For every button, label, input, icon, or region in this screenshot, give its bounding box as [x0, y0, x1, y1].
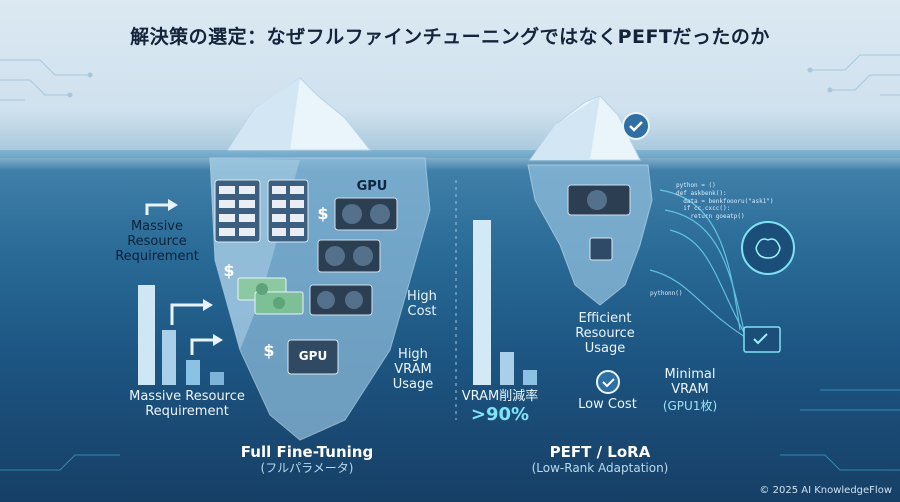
peft-subheading: (Low-Rank Adaptation)	[531, 461, 669, 475]
cash-icon	[237, 277, 304, 315]
gpu-card-small-icon	[567, 184, 631, 216]
code-snippet: python = () def askbenk(): data = benkfo…	[676, 182, 774, 221]
code-snippet-small: pythonn()	[650, 290, 683, 297]
massive-resource-label-upper: Massive Resource Requirement	[115, 219, 199, 264]
gpu-label-top: GPU	[356, 179, 388, 194]
low-cost-label: Low Cost	[578, 397, 637, 412]
copyright-text: © 2025 AI KnowledgeFlow	[759, 485, 892, 496]
gpu-chip-icon	[287, 339, 339, 375]
circuit-decoration-right	[807, 54, 900, 96]
efficient-resource-label: Efficient Resource Usage	[575, 311, 635, 356]
minimal-vram-sublabel: (GPU1枚)	[662, 399, 718, 413]
left-bar-chart	[138, 285, 224, 385]
server-rack-icon	[214, 179, 309, 243]
cpu-chip-icon	[589, 237, 613, 261]
circuit-bottom	[0, 389, 900, 471]
massive-resource-label-lower: Massive Resource Requirement	[129, 389, 245, 419]
left-arrows	[145, 203, 215, 355]
vram-reduction-label: VRAM削減率	[461, 389, 539, 404]
peft-heading: PEFT / LoRA	[549, 443, 651, 461]
page-title: 解決策の選定：なぜフルファインチューニングではなくPEFTだったのか	[130, 26, 770, 48]
circuit-decoration-left	[0, 59, 93, 101]
dollar-icon: $	[223, 261, 235, 280]
full-finetuning-subheading: (フルパラメータ)	[260, 461, 354, 475]
gpu-card-icon	[309, 197, 398, 316]
full-finetuning-heading: Full Fine-Tuning	[240, 443, 374, 461]
minimal-vram-label: Minimal VRAM	[664, 367, 716, 397]
right-bar-chart	[473, 220, 537, 385]
high-vram-label: High VRAM Usage	[392, 347, 434, 392]
low-cost-check-icon	[596, 370, 620, 394]
brain-icon	[741, 221, 795, 275]
high-cost-label: High Cost	[407, 289, 437, 319]
check-badge-icon	[622, 112, 650, 140]
dollar-icon: $	[317, 204, 329, 223]
dollar-icon: $	[263, 341, 275, 360]
vram-reduction-value: >90%	[470, 404, 530, 425]
gpu-chip-label: GPU	[298, 349, 328, 363]
data-stream-lines	[649, 189, 751, 341]
